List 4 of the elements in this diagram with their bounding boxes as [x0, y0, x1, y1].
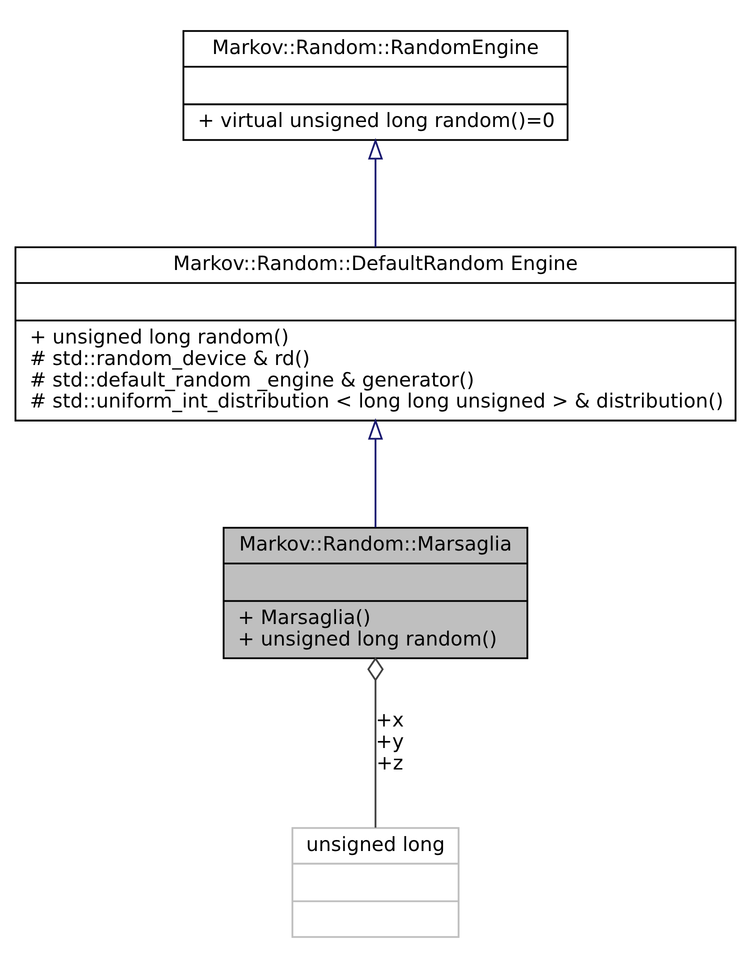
arrow: [368, 418, 384, 527]
arrow: [368, 138, 384, 247]
edge-label: +x +y +z: [376, 708, 404, 774]
connector: [367, 656, 384, 828]
